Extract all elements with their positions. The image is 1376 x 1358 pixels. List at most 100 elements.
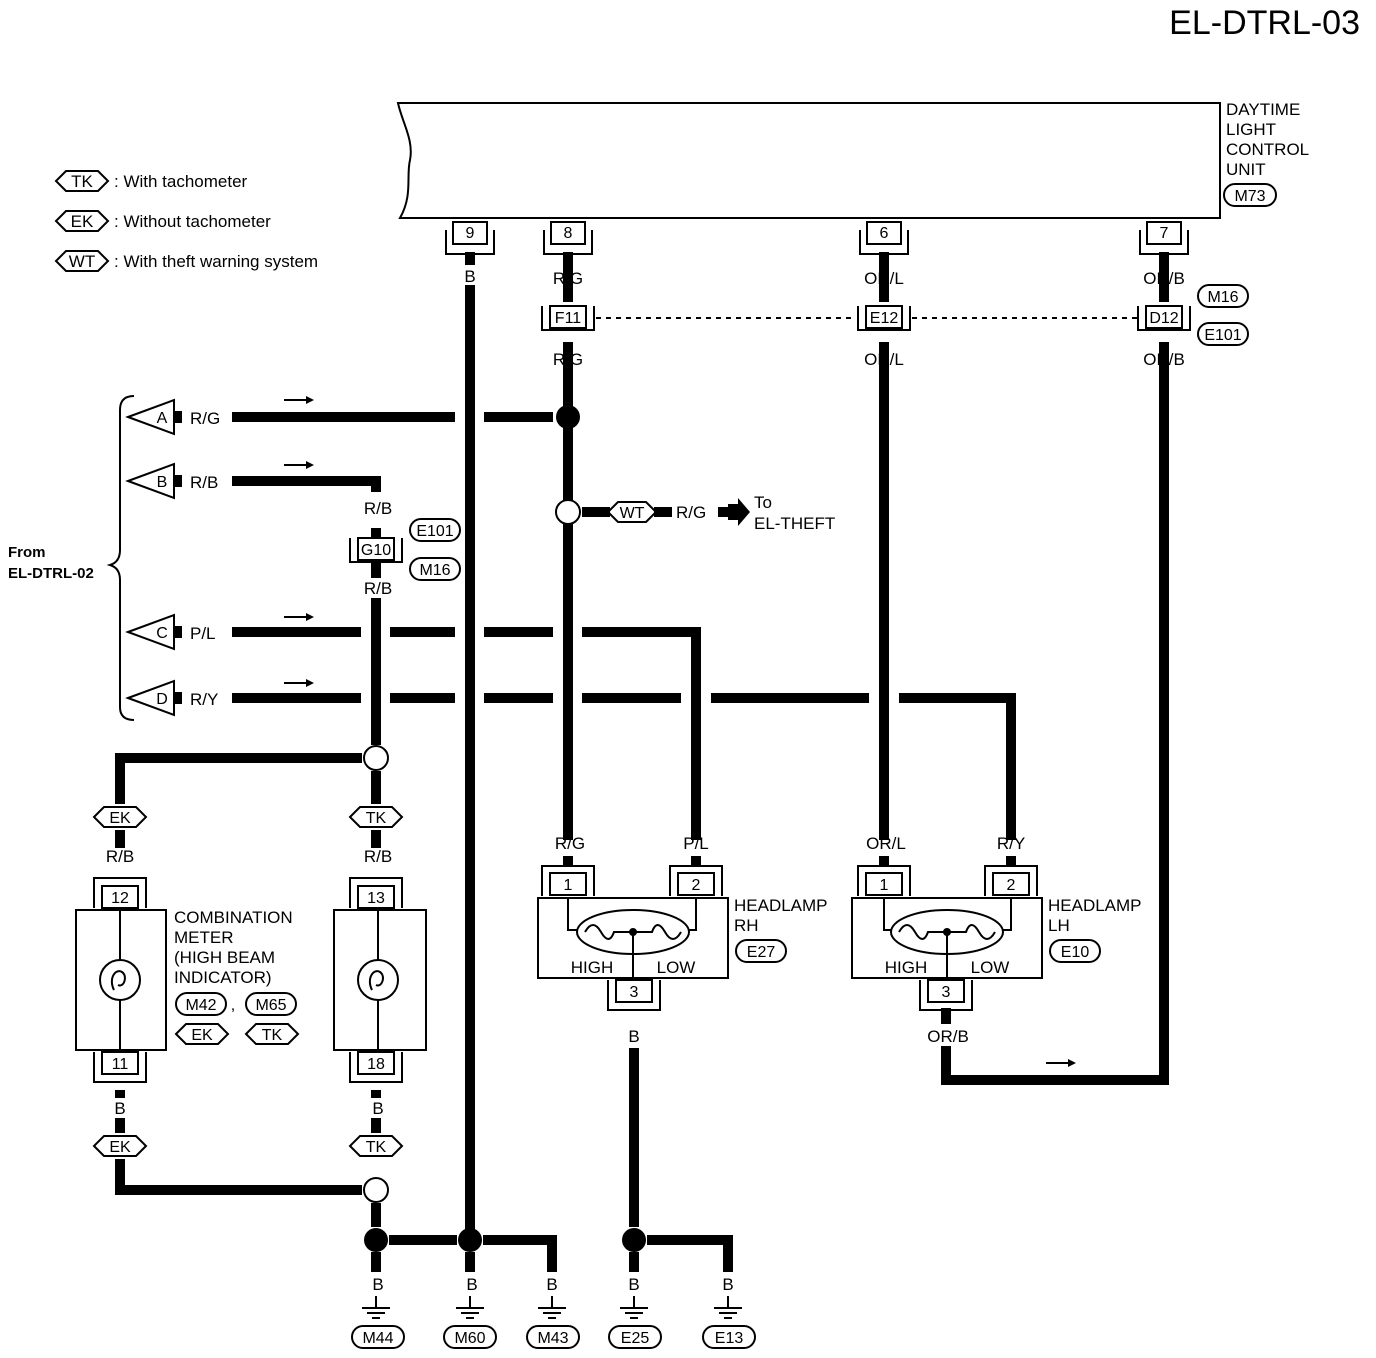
wire-p9: B: [464, 267, 475, 286]
hl-rh-wire2: P/L: [683, 834, 709, 853]
page-code: EL-DTRL-03: [1169, 4, 1360, 42]
combination-meter-right: 13 18: [333, 877, 427, 1083]
unit-wire-labels: B R/G OR/L OR/B: [460, 265, 1185, 288]
meter-wire-left-bottom: B: [114, 1099, 125, 1118]
ground-wire-m60: B: [466, 1275, 477, 1294]
unit-pin-6: 6: [880, 225, 889, 242]
ground-wire-e25: B: [628, 1275, 639, 1294]
input-a-letter: A: [157, 410, 168, 427]
hl-rh-low: LOW: [657, 958, 696, 977]
tag-tk-top: TK: [366, 810, 387, 827]
legend-tag-tk: TK: [71, 172, 93, 191]
theft-dest-2: EL-THEFT: [754, 514, 835, 533]
meter-left-pin-top: 12: [111, 890, 129, 907]
ground-e13: E13: [715, 1330, 744, 1347]
unit-label-3: CONTROL: [1226, 140, 1309, 159]
unit-label-1: DAYTIME: [1226, 100, 1300, 119]
meter-left-pin-bottom: 11: [112, 1056, 129, 1073]
wire-below-e12: OR/L: [864, 350, 904, 369]
theft-branch: WT R/G To EL-THEFT: [606, 493, 835, 533]
hl-rh-label-1: HEADLAMP: [734, 896, 828, 915]
wire-p7: OR/B: [1143, 269, 1185, 288]
hl-lh-pin2: 2: [1007, 877, 1016, 894]
meter-tags: EK TK R/B R/B EK TK B B: [92, 806, 404, 1157]
hl-lh-label-2: LH: [1048, 916, 1070, 935]
headlamp-rh: R/G P/L 1 2 HIGH LOW 3 B HEADLAMP RH E27: [537, 834, 828, 1046]
meter-right-pin-top: 13: [367, 890, 385, 907]
from-label-1: From: [8, 544, 46, 561]
meter-right-pin-bottom: 18: [367, 1056, 385, 1073]
input-d-color: R/Y: [190, 690, 218, 709]
meter-wire-right-bottom: B: [372, 1099, 383, 1118]
hl-rh-wire1: R/G: [555, 834, 585, 853]
unit-label-2: LIGHT: [1226, 120, 1276, 139]
meter-label: COMBINATION METER (HIGH BEAM INDICATOR) …: [174, 908, 300, 1045]
wire-p8: R/G: [553, 269, 583, 288]
ground-m43: M43: [537, 1330, 568, 1347]
input-b-color: R/B: [190, 473, 218, 492]
hl-lh-low: LOW: [971, 958, 1010, 977]
input-a-color: R/G: [190, 409, 220, 428]
unit-connector: M73: [1234, 188, 1265, 205]
ground-m44: M44: [362, 1330, 393, 1347]
hl-rh-pin1: 1: [564, 877, 573, 894]
splices: [363, 405, 646, 1252]
meter-conn-comma: ,: [231, 997, 235, 1014]
hl-rh-high: HIGH: [571, 958, 614, 977]
hl-rh-label-2: RH: [734, 916, 759, 935]
meter-label-1: COMBINATION: [174, 908, 293, 927]
hl-lh-connector: E10: [1061, 944, 1090, 961]
meter-wire-right-top: R/B: [364, 847, 392, 866]
hl-lh-pin3: 3: [942, 984, 951, 1001]
hl-lh-pin1: 1: [880, 877, 889, 894]
legend-text-ek: : Without tachometer: [114, 212, 271, 231]
meter-conn-m65: M65: [255, 997, 286, 1014]
hl-lh-wire3: OR/B: [927, 1027, 969, 1046]
wire-rb-above-g10: R/B: [364, 499, 392, 518]
unit-pin-9: 9: [466, 225, 475, 242]
conn-e101-mid: E101: [416, 523, 453, 540]
daytime-light-control-unit: DAYTIME LIGHT CONTROL UNIT M73: [396, 100, 1309, 219]
hl-rh-pin2: 2: [692, 877, 701, 894]
hl-lh-high: HIGH: [885, 958, 928, 977]
legend-text-wt: : With theft warning system: [114, 252, 318, 271]
input-d-letter: D: [156, 691, 168, 708]
unit-pins: 9 8 6 7: [445, 221, 1189, 255]
unit-pin-7: 7: [1160, 225, 1169, 242]
meter-conn-m42: M42: [185, 997, 216, 1014]
ground-wire-m43: B: [546, 1275, 557, 1294]
input-b-letter: B: [157, 474, 168, 491]
unit-label-4: UNIT: [1226, 160, 1266, 179]
ground-e25: E25: [621, 1330, 650, 1347]
combination-meter-left: 12 11: [75, 877, 167, 1083]
conn-e101-top: E101: [1204, 327, 1241, 344]
meter-label-3: (HIGH BEAM: [174, 948, 275, 967]
input-group: From EL-DTRL-02 A R/G B R/B C P/L D R/Y: [8, 395, 1076, 1067]
meter-label-4: INDICATOR): [174, 968, 272, 987]
conn-g10: G10: [361, 542, 391, 559]
tag-ek-bottom: EK: [109, 1139, 131, 1156]
wire-below-f11: R/G: [553, 350, 583, 369]
conn-f11: F11: [555, 310, 581, 327]
headlamp-lh: OR/L R/Y 1 2 HIGH LOW 3 OR/B HEADLAMP LH…: [851, 834, 1142, 1046]
conn-m16-top: M16: [1207, 289, 1238, 306]
legend-tag-ek: EK: [71, 212, 94, 231]
tag-ek-top: EK: [109, 810, 131, 827]
theft-tag: WT: [620, 505, 645, 522]
meter-label-2: METER: [174, 928, 234, 947]
conn-m16-mid: M16: [419, 562, 450, 579]
unit-pin-8: 8: [564, 225, 573, 242]
meter-wire-left-top: R/B: [106, 847, 134, 866]
input-c-color: P/L: [190, 624, 216, 643]
meter-tag-ek: EK: [191, 1027, 213, 1044]
meter-tag-tk: TK: [262, 1027, 283, 1044]
grounds: B M44 B M60 B M43 B E25 B E13: [351, 1275, 756, 1349]
hl-rh-connector: E27: [747, 944, 776, 961]
legend: TK : With tachometer EK : Without tachom…: [54, 170, 318, 272]
input-c-letter: C: [156, 625, 168, 642]
inline-connectors: F11 E12 D12 M16 E101 R/G OR/L OR/B G10 E…: [349, 284, 1249, 598]
tag-tk-bottom: TK: [366, 1139, 387, 1156]
ground-wire-e13: B: [722, 1275, 733, 1294]
hl-lh-wire1: OR/L: [866, 834, 906, 853]
